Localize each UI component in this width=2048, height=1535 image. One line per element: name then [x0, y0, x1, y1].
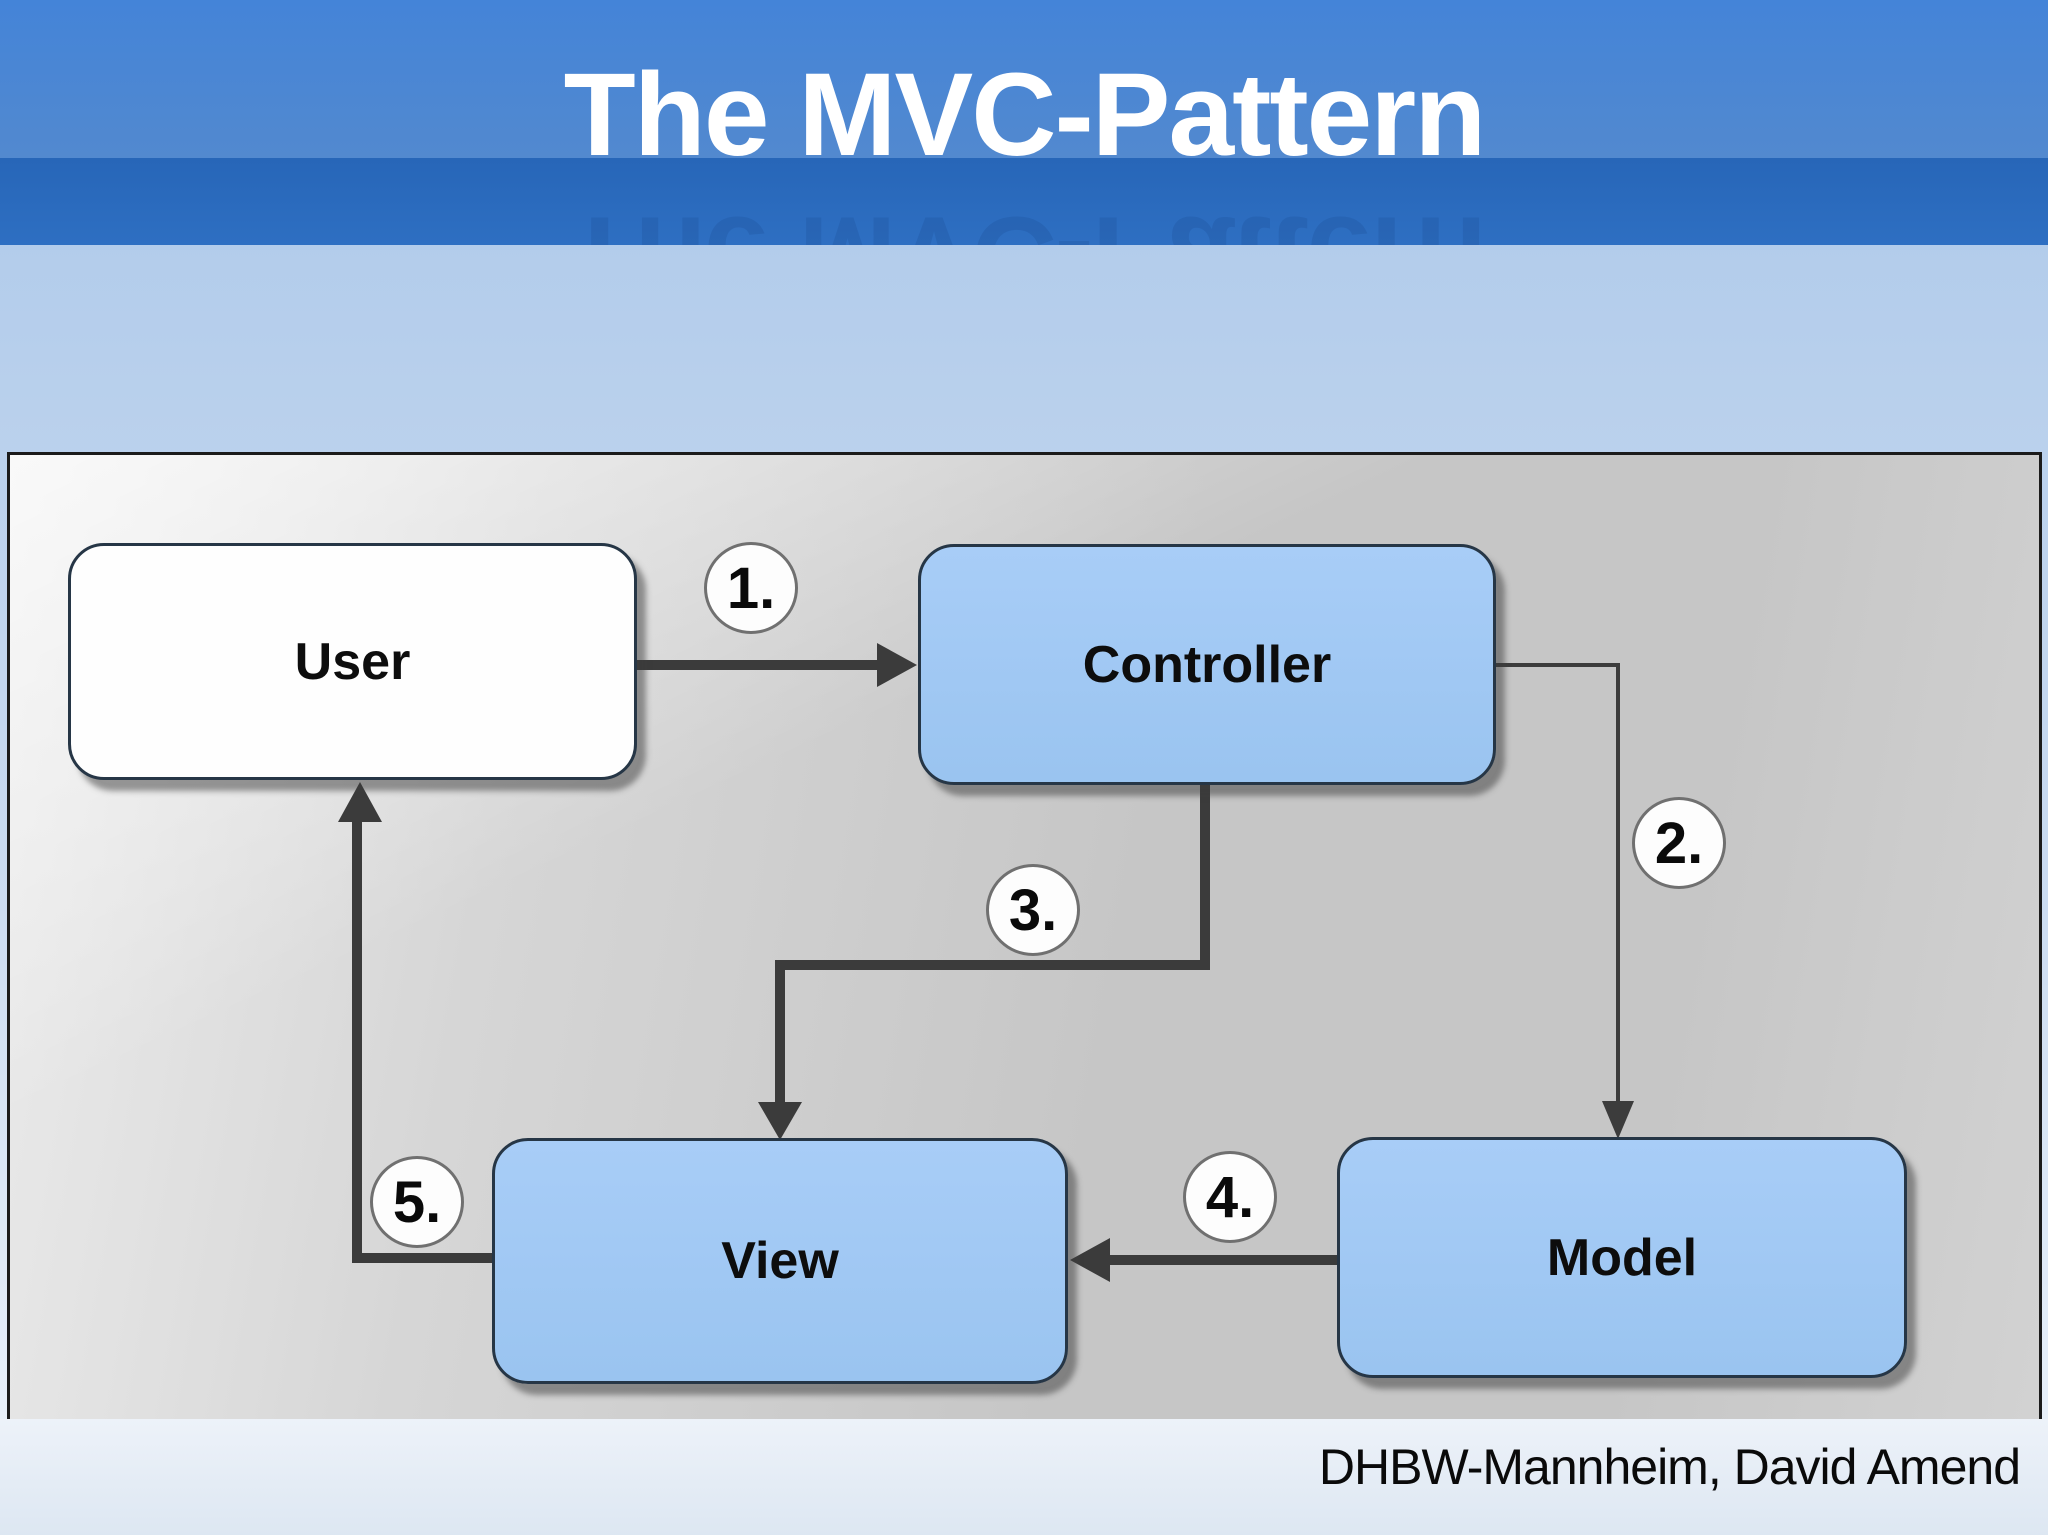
arrow-3-line-down-to-view: [775, 960, 785, 1106]
arrow-5-head: [338, 782, 382, 822]
step-badge-2: 2.: [1632, 797, 1726, 889]
arrow-3-head: [758, 1102, 802, 1140]
node-controller: Controller: [918, 544, 1496, 785]
step-badge-3: 3.: [986, 864, 1080, 956]
arrow-4-line: [1105, 1255, 1337, 1265]
arrow-3-line-down-from-controller: [1200, 783, 1210, 970]
node-view: View: [492, 1138, 1068, 1384]
arrow-2-line-horizontal: [1494, 663, 1620, 667]
node-model: Model: [1337, 1137, 1907, 1378]
arrow-4-head: [1070, 1238, 1110, 1282]
step-badge-2-number: 2.: [1654, 810, 1704, 876]
page-title-reflection: The MVC-Pattern: [0, 186, 2048, 245]
arrow-2-line-vertical: [1616, 663, 1620, 1103]
slide-header: The MVC-Pattern The MVC-Pattern: [0, 0, 2048, 245]
step-badge-4: 4.: [1183, 1151, 1277, 1243]
arrow-5-line-vertical: [352, 818, 362, 1263]
arrow-1-head: [877, 643, 917, 687]
credit-text: DHBW-Mannheim, David Amend: [1318, 1439, 2021, 1495]
node-model-label: Model: [1546, 1228, 1698, 1287]
step-badge-5: 5.: [370, 1156, 464, 1248]
node-controller-label: Controller: [1082, 635, 1332, 694]
header-band: [0, 158, 2048, 245]
step-badge-1-number: 1.: [726, 555, 776, 621]
page-title: The MVC-Pattern: [563, 49, 1487, 181]
arrow-1-line: [637, 660, 879, 670]
arrow-2-head: [1602, 1101, 1634, 1139]
step-badge-5-number: 5.: [392, 1169, 442, 1235]
step-badge-4-number: 4.: [1205, 1164, 1255, 1230]
step-badge-3-number: 3.: [1008, 877, 1058, 943]
slide-footer: [0, 1419, 2048, 1535]
step-badge-1: 1.: [704, 542, 798, 634]
node-view-label: View: [721, 1232, 839, 1290]
arrow-5-line-horizontal: [352, 1253, 492, 1263]
header-gradient-top: [0, 0, 2048, 158]
arrow-3-line-horizontal: [775, 960, 1210, 970]
node-user: User: [68, 543, 637, 780]
node-user-label: User: [294, 632, 411, 691]
